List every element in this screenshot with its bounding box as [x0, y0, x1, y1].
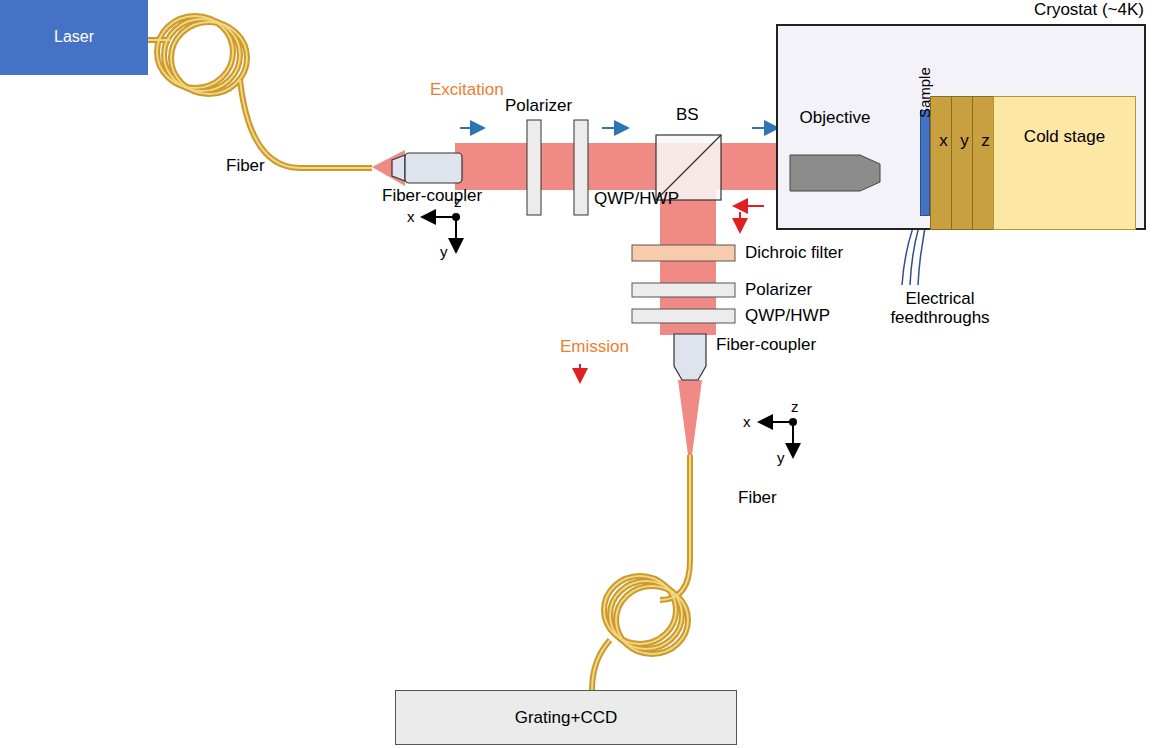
node-text: Grating+CCD — [515, 708, 618, 728]
beam-cone — [372, 150, 405, 186]
part-label: BS — [676, 106, 699, 125]
excitation-beam — [455, 143, 790, 190]
part-label: Polarizer — [505, 97, 572, 116]
fiber-coupler — [674, 334, 706, 380]
axis-label: x — [407, 209, 415, 226]
fiber-coil — [148, 16, 372, 168]
waveplate — [632, 309, 735, 323]
laser-box: Laser — [0, 0, 148, 75]
axis-label: z — [791, 399, 799, 416]
node-text: Cryostat (~4K) — [776, 0, 1146, 20]
fiber-coupler — [405, 153, 462, 183]
axis-label: z — [454, 194, 462, 211]
axis-label: y — [777, 450, 785, 467]
node-text: Cold stage — [994, 127, 1135, 147]
part-label: Fiber-coupler — [382, 187, 482, 206]
beam-label: Emission — [560, 338, 629, 357]
beam-label: Excitation — [430, 81, 504, 100]
part-label: Dichroic filter — [745, 244, 843, 263]
part-label: Fiber-coupler — [716, 336, 816, 355]
cryostat-box: Cryostat (~4K)ObjectiveSamplexyzCold sta… — [776, 0, 1146, 230]
fiber-label: Fiber — [226, 157, 265, 176]
cold-stage: Cold stage — [993, 96, 1136, 230]
sample-bar — [920, 110, 930, 216]
part-label: QWP/HWP — [745, 307, 830, 326]
part-label: Electrical feedthroughs — [880, 290, 1000, 327]
part-label: QWP/HWP — [594, 190, 679, 209]
polarizer-plate — [632, 283, 735, 297]
fiber-coil — [592, 455, 690, 690]
node-text: Laser — [54, 28, 94, 46]
axis-label: x — [743, 414, 751, 431]
node-text: Objective — [786, 108, 884, 128]
dichroic-filter — [632, 245, 735, 261]
axis-label: y — [440, 244, 448, 261]
fiber-coupler — [392, 155, 405, 181]
spectrometer-box: Grating+CCD — [395, 690, 737, 745]
fiber-label: Fiber — [738, 489, 777, 508]
part-label: Polarizer — [745, 281, 812, 300]
waveplate — [574, 120, 588, 215]
polarizer-plate — [527, 120, 541, 215]
objective-lens: Objective — [786, 100, 884, 192]
